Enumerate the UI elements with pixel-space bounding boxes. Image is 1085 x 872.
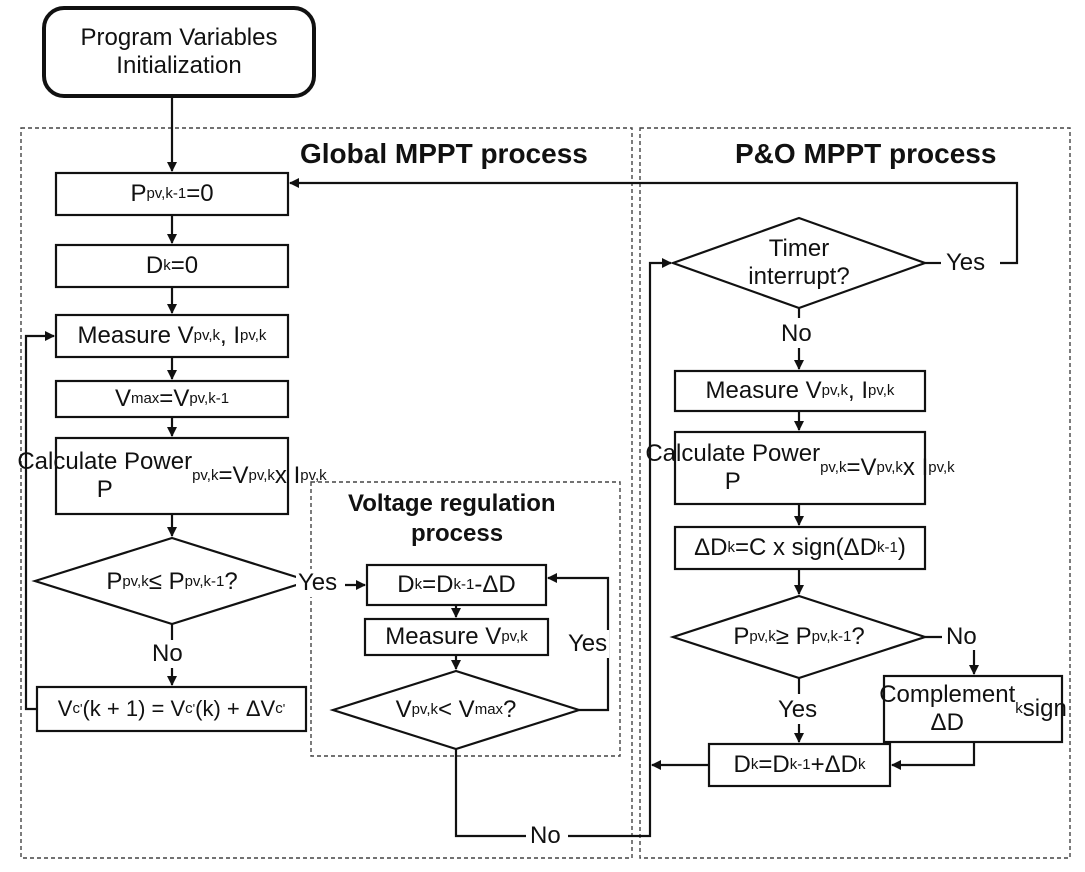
po-mppt-title: P&O MPPT process (735, 138, 997, 169)
p-measure-box (673, 369, 927, 413)
global-mppt-title: Global MPPT process (300, 138, 588, 169)
global-mppt-region (20, 127, 633, 859)
arrow-complement-to-pdk (891, 742, 976, 770)
voltage-regulation-title-line1: Voltage regulation (348, 490, 556, 517)
g-measure-box (54, 313, 290, 359)
voltage-regulation-title-line2: process (411, 520, 504, 547)
p-calc-box (673, 430, 927, 506)
line-vdecision-no (454, 749, 526, 838)
arrow-no-to-timer (568, 258, 672, 838)
v-decision-yes-label: Yes (566, 630, 610, 658)
p-decision-no-label: No (946, 623, 977, 650)
timer-no-label: No (781, 320, 812, 347)
arrow-timer-yes-to-pprev (289, 178, 1019, 265)
g-calc-box (54, 436, 290, 516)
init-terminal: Program Variables Initialization (44, 8, 314, 96)
g-decision-no-label: No (150, 640, 185, 668)
g-decision-yes-label: Yes (296, 569, 340, 597)
timer-yes-label: Yes (946, 249, 986, 276)
p-decision-yes-label: Yes (778, 696, 818, 723)
p-dk-box (707, 742, 892, 788)
init-line1: Program Variables (80, 24, 278, 52)
init-line2: Initialization (116, 52, 242, 79)
arrow-update-loop-to-measure (24, 331, 55, 711)
g-dk-box (54, 243, 290, 289)
po-mppt-region (639, 127, 1071, 859)
p-complement-box (882, 674, 1064, 744)
p-delta-box (673, 525, 927, 571)
voltage-regulation-region (310, 481, 621, 757)
init-terminal-shape (42, 6, 316, 98)
v-decision-no-label: No (530, 822, 561, 849)
v-measure-box (363, 617, 550, 657)
